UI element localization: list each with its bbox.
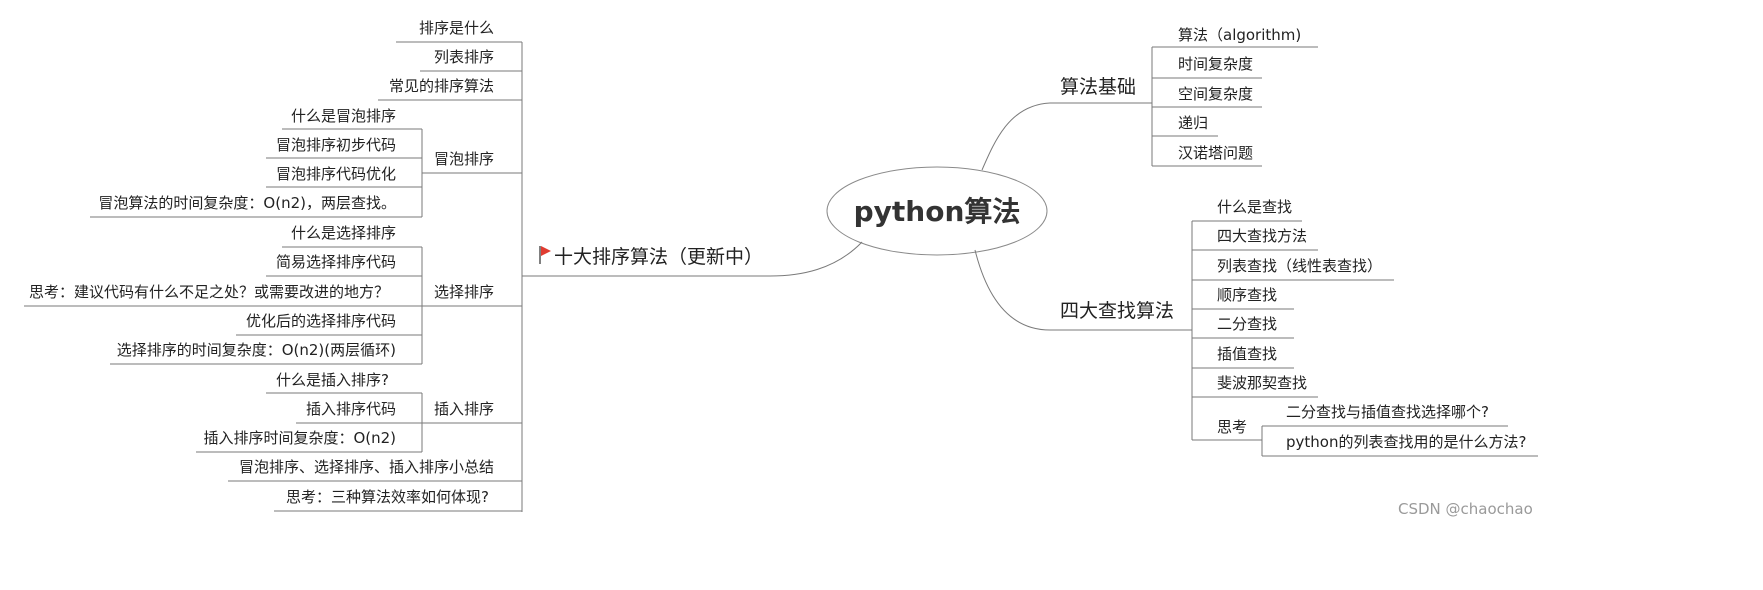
basics-item-2[interactable]: 时间复杂度 (1152, 55, 1262, 79)
selection-child-1[interactable]: 什么是选择排序 (282, 224, 422, 248)
insertion-child-1-label: 什么是插入排序? (276, 371, 389, 389)
bubble-child-1-label: 什么是冒泡排序 (291, 107, 396, 125)
insertion-child-3[interactable]: 插入排序时间复杂度：O(n2) (196, 429, 422, 453)
branch-sorting-label: 十大排序算法（更新中） (554, 246, 763, 268)
left-item-2-label: 列表排序 (434, 48, 494, 66)
watermark: CSDN @chaochao (1398, 500, 1533, 518)
bubble-child-3-label: 冒泡排序代码优化 (276, 165, 396, 183)
selection-child-4-label: 优化后的选择排序代码 (246, 312, 396, 330)
search-item-1[interactable]: 什么是查找 (1192, 198, 1302, 222)
root-label: python算法 (854, 195, 1021, 228)
selection-child-1-label: 什么是选择排序 (291, 224, 396, 242)
search-item-4[interactable]: 顺序查找 (1192, 286, 1294, 310)
basics-item-1-label: 算法（algorithm) (1178, 26, 1301, 44)
connector-root-search (974, 249, 1192, 331)
selection-child-5[interactable]: 选择排序的时间复杂度：O(n2)(两层循环) (110, 341, 422, 365)
insertion-child-1[interactable]: 什么是插入排序? (266, 371, 422, 394)
insertion-child-2[interactable]: 插入排序代码 (296, 400, 422, 424)
think-child-1-label: 二分查找与插值查找选择哪个? (1286, 403, 1489, 421)
insertion-sort-label: 插入排序 (434, 400, 494, 418)
basics-item-4-label: 递归 (1178, 114, 1208, 132)
basics-item-3-label: 空间复杂度 (1178, 85, 1253, 103)
branch-sorting[interactable]: 十大排序算法（更新中） (539, 246, 763, 268)
selection-child-4[interactable]: 优化后的选择排序代码 (236, 312, 422, 336)
left-item-7[interactable]: 冒泡排序、选择排序、插入排序小总结 (228, 458, 522, 482)
basics-item-5[interactable]: 汉诺塔问题 (1152, 144, 1262, 167)
bubble-child-1[interactable]: 什么是冒泡排序 (282, 107, 422, 130)
search-item-1-label: 什么是查找 (1217, 198, 1292, 216)
left-item-7-label: 冒泡排序、选择排序、插入排序小总结 (239, 458, 494, 476)
insertion-child-2-label: 插入排序代码 (306, 400, 396, 418)
bubble-child-4-label: 冒泡算法的时间复杂度：O(n2)，两层查找。 (98, 194, 396, 212)
think-label: 思考 (1217, 418, 1247, 436)
flag-icon-cloth (541, 246, 551, 256)
search-item-5-label: 二分查找 (1217, 315, 1277, 333)
think-child-2[interactable]: python的列表查找用的是什么方法? (1262, 433, 1538, 457)
left-item-8[interactable]: 思考：三种算法效率如何体现? (274, 488, 522, 512)
bubble-child-2-label: 冒泡排序初步代码 (276, 136, 396, 154)
search-item-7-label: 斐波那契查找 (1217, 374, 1307, 392)
search-item-2-label: 四大查找方法 (1217, 227, 1307, 245)
selection-child-2-label: 简易选择排序代码 (276, 253, 396, 271)
selection-sort-label: 选择排序 (434, 283, 494, 301)
think-child-1[interactable]: 二分查找与插值查找选择哪个? (1262, 403, 1508, 427)
bubble-child-2[interactable]: 冒泡排序初步代码 (266, 136, 422, 159)
think-child-2-label: python的列表查找用的是什么方法? (1286, 433, 1526, 451)
root-node[interactable]: python算法 (826, 166, 1048, 256)
bubble-child-3[interactable]: 冒泡排序代码优化 (266, 165, 422, 188)
branch-basics[interactable]: 算法基础 (1050, 76, 1152, 104)
search-item-4-label: 顺序查找 (1217, 286, 1277, 304)
selection-child-3-label: 思考：建议代码有什么不足之处？或需要改进的地方？ (29, 283, 389, 301)
left-item-1-label: 排序是什么 (419, 19, 494, 37)
insertion-sort-node[interactable]: 插入排序 (422, 400, 522, 424)
branch-search-label: 四大查找算法 (1060, 300, 1174, 322)
selection-child-5-label: 选择排序的时间复杂度：O(n2)(两层循环) (117, 341, 396, 359)
search-item-3[interactable]: 列表查找（线性表查找） (1192, 257, 1394, 281)
bubble-sort-label: 冒泡排序 (434, 150, 494, 168)
search-item-3-label: 列表查找（线性表查找） (1217, 257, 1382, 275)
left-item-3-label: 常见的排序算法 (389, 77, 494, 95)
bubble-child-4[interactable]: 冒泡算法的时间复杂度：O(n2)，两层查找。 (90, 194, 422, 218)
connector-root-left (522, 241, 863, 277)
selection-child-2[interactable]: 简易选择排序代码 (266, 253, 422, 277)
basics-item-1[interactable]: 算法（algorithm) (1152, 26, 1318, 48)
search-item-6[interactable]: 插值查找 (1192, 345, 1294, 369)
connector-root-basics (981, 102, 1152, 171)
selection-sort-node[interactable]: 选择排序 (422, 283, 522, 307)
think-node[interactable]: 思考 (1192, 418, 1262, 441)
left-item-8-label: 思考：三种算法效率如何体现? (286, 488, 489, 506)
basics-item-5-label: 汉诺塔问题 (1178, 144, 1253, 162)
left-item-2[interactable]: 列表排序 (420, 48, 522, 72)
branch-search[interactable]: 四大查找算法 (1050, 300, 1192, 331)
selection-child-3[interactable]: 思考：建议代码有什么不足之处？或需要改进的地方？ (24, 283, 422, 307)
insertion-child-3-label: 插入排序时间复杂度：O(n2) (203, 429, 396, 447)
basics-item-3[interactable]: 空间复杂度 (1152, 85, 1262, 108)
search-item-6-label: 插值查找 (1217, 345, 1277, 363)
search-item-2[interactable]: 四大查找方法 (1192, 227, 1318, 251)
left-item-1[interactable]: 排序是什么 (396, 19, 522, 43)
bubble-sort-node[interactable]: 冒泡排序 (422, 150, 522, 174)
left-item-3[interactable]: 常见的排序算法 (378, 77, 522, 101)
branch-basics-label: 算法基础 (1060, 76, 1136, 98)
search-item-7[interactable]: 斐波那契查找 (1192, 374, 1318, 398)
basics-item-2-label: 时间复杂度 (1178, 55, 1253, 73)
basics-item-4[interactable]: 递归 (1152, 114, 1218, 137)
search-item-5[interactable]: 二分查找 (1192, 315, 1294, 339)
